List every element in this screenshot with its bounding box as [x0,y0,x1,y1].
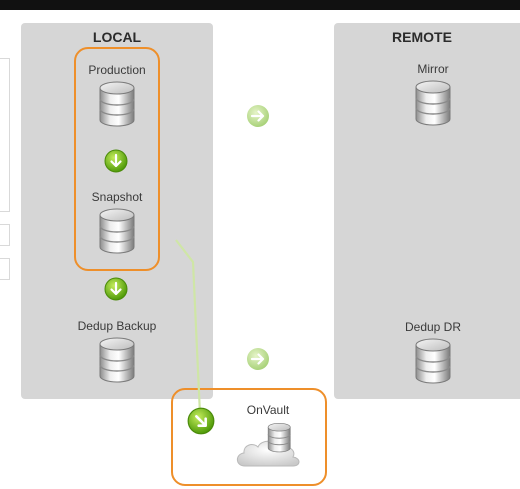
onvault-selection-group[interactable] [171,388,327,486]
local-selection-group[interactable] [74,47,160,271]
onvault-label: OnVault [246,403,290,417]
dedup-dr-label: Dedup DR [404,320,462,334]
left-edge-fragment [0,58,10,212]
production-label: Production [88,63,146,77]
database-icon [98,336,136,384]
database-icon [414,79,452,127]
dedup-backup-node[interactable]: Dedup Backup [62,319,172,384]
mirror-label: Mirror [417,62,449,76]
onvault-node[interactable]: OnVault [228,403,308,472]
database-icon [98,80,136,128]
left-edge-fragment [0,258,10,280]
right-arrow-icon[interactable] [246,104,270,128]
snapshot-node[interactable]: Snapshot [72,190,162,255]
snapshot-label: Snapshot [91,190,143,204]
down-right-arrow-icon[interactable] [187,407,215,435]
remote-panel-title: REMOTE [392,29,452,45]
dedup-backup-label: Dedup Backup [77,319,157,333]
database-icon [98,207,136,255]
cloud-database-icon [236,420,300,467]
database-icon [414,337,452,385]
down-arrow-icon[interactable] [104,277,128,301]
top-bar [0,0,520,10]
dedup-dr-node[interactable]: Dedup DR [383,320,483,385]
right-arrow-icon[interactable] [246,347,270,371]
down-arrow-icon[interactable] [104,149,128,173]
local-panel-title: LOCAL [92,29,142,45]
left-edge-fragment [0,224,10,246]
mirror-node[interactable]: Mirror [388,62,478,127]
production-node[interactable]: Production [72,63,162,128]
